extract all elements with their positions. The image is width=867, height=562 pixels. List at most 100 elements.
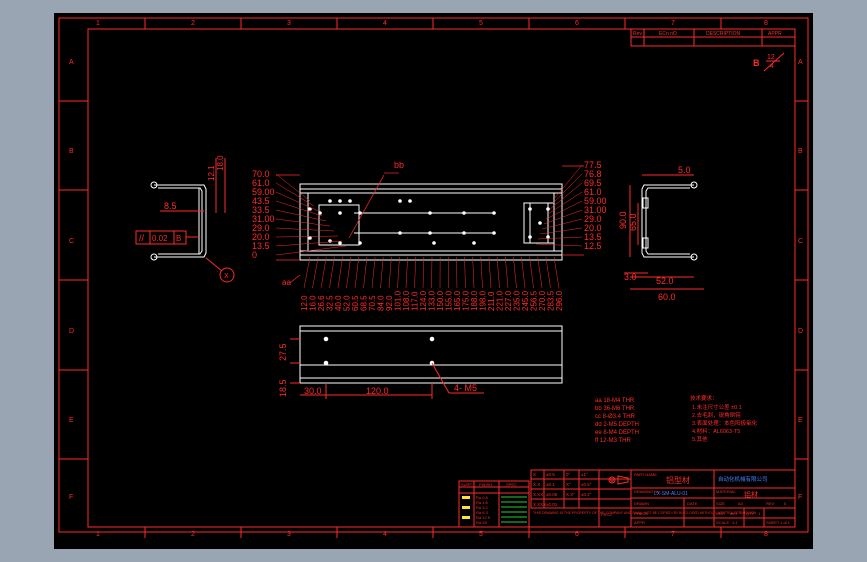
col-label-bottom-3: 3	[287, 531, 291, 538]
col-label-bottom-2: 2	[191, 531, 195, 538]
title-drawing-no: LX-SM-ALU-01	[654, 491, 688, 497]
datum-letter: B	[176, 234, 181, 243]
tech-note-5: 5.其他	[692, 435, 708, 443]
cad-viewport[interactable]: 1 2 3 4 5 6 7 8 1 2 3 4 5 6 7 8 A B C D …	[54, 13, 813, 549]
front-bottom-dim: 188.0	[470, 290, 479, 311]
front-right-dim: 76.8	[584, 169, 602, 179]
col-label-bottom-1: 1	[96, 531, 100, 538]
front-bottom-dim: 155.0	[445, 290, 454, 311]
front-right-leader	[537, 236, 583, 240]
title-company: 自动化机械有限公司	[718, 475, 768, 483]
row-labels: A B C D E F A B C D E F	[69, 59, 803, 501]
front-bottom-leader	[329, 256, 335, 289]
front-right-leader	[541, 218, 583, 230]
title-drawn-label: DRAWN	[634, 501, 649, 506]
inner-border	[87, 28, 796, 528]
tech-note-0: 技术要求：	[690, 394, 718, 402]
front-right-dim: 13.5	[584, 232, 602, 242]
front-bottom-leader	[371, 256, 376, 289]
front-left-leader	[275, 191, 319, 212]
col-label-bottom-7: 7	[671, 531, 675, 538]
tolerance-symbol: //	[139, 233, 145, 243]
front-right-leader	[535, 243, 583, 247]
stamp-line-5: Ra 25	[476, 520, 487, 525]
front-right-dim: 20.0	[584, 223, 602, 233]
tech-note-3: 3.表面处理：本色阳极氧化	[692, 419, 758, 427]
col-label-bottom-8: 8	[764, 531, 768, 538]
front-bottom-leader	[303, 256, 311, 289]
front-bottom-leader	[337, 256, 343, 289]
tolerance-cell: X	[533, 472, 536, 477]
bottom-view-dims	[290, 338, 484, 399]
row-label-right-b: B	[798, 148, 803, 155]
title-qty-label: QTY	[746, 511, 755, 516]
bottom-view	[299, 325, 563, 384]
stamp-line-4: Ra 12.5	[476, 515, 491, 520]
tolerance-cell: ±0.5	[546, 472, 555, 477]
title-rev-label: REV	[766, 501, 775, 506]
stamp-line-1: Ra 1.6	[476, 500, 489, 505]
left-profile-view	[150, 181, 207, 261]
section-marker-fraction: 12	[767, 54, 775, 61]
front-bottom-leader	[472, 256, 475, 289]
front-bottom-dim: 235.0	[513, 290, 522, 311]
label-bb: bb	[394, 160, 404, 170]
right-dim-520: 52.0	[656, 276, 674, 286]
column-ticks	[144, 18, 722, 538]
front-bottom-leader	[320, 256, 327, 289]
front-view-leaders	[276, 165, 584, 284]
front-left-leader	[275, 227, 335, 232]
front-bottom-dim: 68.5	[360, 295, 369, 311]
front-left-dim: 61.0	[252, 178, 270, 188]
front-bottom-dim: 245.0	[521, 290, 530, 311]
stamp-line-0: Ra 0.8	[476, 495, 489, 500]
front-bottom-dim: 84.0	[377, 295, 386, 311]
front-right-dim: 61.0	[584, 187, 602, 197]
tech-notes: 技术要求： 1.未注尺寸公差 ±0.1 2.去毛刺，锐角倒钝 3.表面处理：本色…	[690, 394, 758, 443]
label-aa: aa	[282, 278, 291, 287]
front-bottom-leader	[431, 256, 433, 289]
front-bottom-leader	[388, 256, 392, 289]
tolerance-value: 0.02	[152, 234, 168, 243]
right-profile-view	[641, 181, 698, 261]
col-label-top-3: 3	[287, 20, 291, 27]
front-bottom-leader	[521, 256, 526, 289]
title-material: 铝材	[744, 490, 758, 499]
tolerance-cell: ±0.2°	[581, 492, 592, 497]
front-left-leader	[275, 209, 327, 222]
front-right-leader	[549, 182, 583, 210]
front-bottom-dim: 92.0	[385, 295, 394, 311]
front-bottom-dim: 60.5	[351, 295, 360, 311]
front-left-leader	[275, 240, 343, 247]
front-bottom-leader	[354, 256, 360, 289]
title-sheet-label: SHEET	[766, 520, 780, 525]
left-dim-85: 8.5	[164, 201, 177, 211]
tech-note-2: 2.去毛刺，锐角倒钝	[692, 411, 741, 419]
column-labels: 1 2 3 4 5 6 7 8 1 2 3 4 5 6 7 8	[96, 20, 768, 538]
projection-symbol-icon	[608, 475, 629, 485]
front-right-leader	[545, 200, 583, 220]
row-label-right-a: A	[798, 59, 803, 66]
front-right-dim: 29.0	[584, 214, 602, 224]
stamp-table: SURF FINISH SPEC Ra 0.8 Ra 1.6 Ra 3.2 Ra…	[458, 480, 530, 528]
front-bottom-dim: 165.0	[453, 290, 462, 311]
stamp-header-surf: SURF	[461, 482, 472, 487]
balloon-x: X	[224, 273, 229, 280]
rev-header-appr: APPR	[768, 31, 782, 37]
title-scale-label: SCALE	[716, 520, 729, 525]
rev-header-ecn: ECn nO	[659, 31, 677, 37]
front-bottom-leader	[312, 256, 319, 289]
front-bottom-leader	[504, 256, 509, 289]
title-unit-label: UNIT	[716, 511, 726, 516]
front-bottom-leader	[496, 256, 500, 289]
front-bottom-dim: 12.0	[300, 295, 309, 311]
title-part-name-label: PART NAME	[634, 472, 657, 477]
title-projection-label: PROJ	[601, 512, 612, 517]
stamp-line-3: Ra 6.3	[476, 510, 489, 515]
front-bottom-leader	[456, 256, 458, 289]
front-left-leader	[275, 200, 323, 217]
front-bottom-dim: 26.6	[317, 295, 326, 311]
front-bottom-leader	[537, 256, 543, 289]
